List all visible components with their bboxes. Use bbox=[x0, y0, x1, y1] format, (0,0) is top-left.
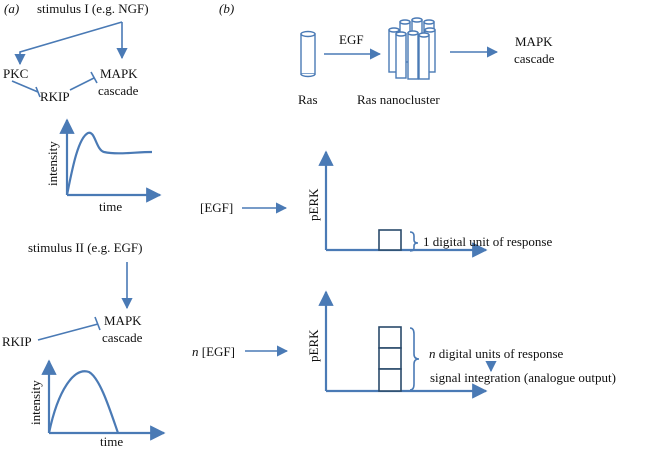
rkip-inhibits-mapk-line bbox=[69, 77, 95, 91]
panel-a-label: (a) bbox=[4, 1, 19, 16]
mapk-b-cascade-label: cascade bbox=[514, 51, 555, 66]
mapk-2-cascade-label: cascade bbox=[102, 330, 143, 345]
signal-integration-label: signal integration (analogue output) bbox=[430, 370, 616, 385]
ras-nanocluster-label: Ras nanocluster bbox=[357, 92, 440, 107]
graph-2-xlabel: time bbox=[100, 434, 123, 449]
digital-unit-box bbox=[378, 229, 402, 251]
ras-cylinder-icon bbox=[300, 30, 316, 78]
perk-graph-1-annotation: 1 digital unit of response bbox=[423, 234, 552, 249]
graph-2-ylabel: intensity bbox=[28, 380, 43, 425]
panel-b-label: (b) bbox=[219, 1, 234, 16]
perk-graph-1: 1 digital unit of response pERK bbox=[306, 150, 552, 258]
mapk-b-label: MAPK bbox=[515, 34, 553, 49]
egf-arrow-label: EGF bbox=[339, 32, 364, 47]
mapk-1-cascade-label: cascade bbox=[98, 83, 139, 98]
mapk-1-label: MAPK bbox=[100, 66, 138, 81]
digital-unit-box bbox=[378, 347, 402, 370]
perk-graph-2-annotation: n digital units of response bbox=[429, 346, 564, 361]
rkip-inhibit-bar bbox=[90, 71, 98, 84]
intensity-graph-2: intensity time bbox=[28, 359, 166, 449]
pkc-label: PKC bbox=[3, 66, 28, 81]
mapk-2-label: MAPK bbox=[104, 313, 142, 328]
stimulus-1-label: stimulus I (e.g. NGF) bbox=[37, 1, 149, 16]
rkip-2-inhibits-mapk-line bbox=[37, 323, 99, 341]
rkip-2-inhibit-bar bbox=[94, 316, 101, 331]
digital-unit-box bbox=[378, 326, 402, 349]
perk-graph-2-ylabel: pERK bbox=[306, 329, 321, 362]
perk-graph-1-brace bbox=[409, 231, 419, 252]
graph-1-xlabel: time bbox=[99, 199, 122, 214]
perk-graph-2: n digital units of response signal integ… bbox=[306, 290, 616, 399]
stimulus-2-label: stimulus II (e.g. EGF) bbox=[28, 240, 142, 255]
rkip-1-label: RKIP bbox=[40, 89, 70, 104]
intensity-graph-1: intensity time bbox=[45, 118, 162, 214]
perk-graph-1-ylabel: pERK bbox=[306, 188, 321, 221]
graph-1-sustained-curve bbox=[65, 131, 153, 196]
egf-input-1-label: [EGF] bbox=[200, 200, 233, 215]
ras-label: Ras bbox=[298, 92, 318, 107]
stimulus-1-to-pkc-arrow bbox=[14, 21, 123, 66]
pkc-inhibits-rkip-line bbox=[11, 80, 39, 93]
pkc-inhibit-bar bbox=[35, 86, 41, 98]
digital-unit-box bbox=[378, 368, 402, 392]
graph-2-transient-curve bbox=[47, 370, 120, 434]
rkip-2-label: RKIP bbox=[2, 334, 32, 349]
egf-input-2-label: n [EGF] bbox=[192, 344, 235, 359]
perk-graph-2-brace bbox=[409, 327, 420, 391]
ras-nanocluster-icon bbox=[388, 17, 436, 80]
graph-1-ylabel: intensity bbox=[45, 141, 60, 186]
